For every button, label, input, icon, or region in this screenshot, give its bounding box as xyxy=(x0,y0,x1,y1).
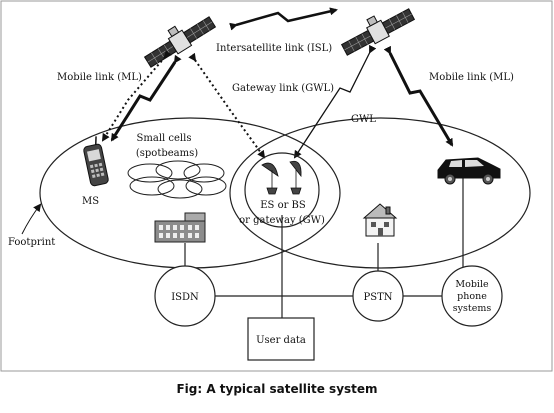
pstn-label: PSTN xyxy=(364,292,393,303)
gateway-circle xyxy=(244,152,320,228)
mobile-phone-systems-line3: systems xyxy=(453,303,492,314)
ms-label: MS xyxy=(82,196,99,207)
gwl-link-arrow xyxy=(293,44,377,159)
mobile-phone-systems-circle xyxy=(441,265,503,327)
car-icon xyxy=(437,157,501,185)
spotbeams-label: (spotbeams) xyxy=(136,148,198,159)
mobile-station-icon xyxy=(83,136,109,187)
mobile-link-left-label: Mobile link (ML) xyxy=(57,72,142,83)
isl-label: Intersatellite link (ISL) xyxy=(216,43,332,54)
network-lines xyxy=(184,178,464,318)
mobile-link-left-dotted xyxy=(101,49,172,142)
isdn-circle xyxy=(154,265,216,327)
gateway-link-label: Gateway link (GWL) xyxy=(232,83,334,94)
house-icon xyxy=(362,203,398,237)
user-data-box xyxy=(247,317,315,361)
footprint-label: Footprint xyxy=(8,237,55,248)
diagram-frame xyxy=(0,0,553,372)
mobile-phone-systems-line2: phone xyxy=(457,291,487,302)
mobile-link-right-solid xyxy=(383,45,454,147)
gwl-label: GWL xyxy=(351,114,376,125)
small-cells-label: Small cells xyxy=(137,133,192,144)
isl-link-arrow xyxy=(229,7,338,31)
spotbeams-icon xyxy=(127,160,227,199)
gateway-link-dotted xyxy=(188,52,266,159)
figure-caption: Fig: A typical satellite system xyxy=(176,382,378,396)
footprint-pointer-arrow xyxy=(21,203,42,235)
footprint-right-ellipse xyxy=(229,117,531,269)
gateway-gw-label: or gateway (GW) xyxy=(239,215,325,226)
user-data-label: User data xyxy=(256,335,306,346)
office-building-icon xyxy=(154,212,206,243)
satellite-right-icon xyxy=(340,8,416,56)
mobile-phone-systems-line1: Mobile xyxy=(455,279,489,290)
mobile-link-right-label: Mobile link (ML) xyxy=(429,72,514,83)
pstn-circle xyxy=(352,270,404,322)
gateway-dish-icon xyxy=(261,160,302,195)
satellite-left-icon xyxy=(143,16,217,68)
isdn-label: ISDN xyxy=(171,292,199,303)
es-bs-label: ES or BS xyxy=(260,200,306,211)
